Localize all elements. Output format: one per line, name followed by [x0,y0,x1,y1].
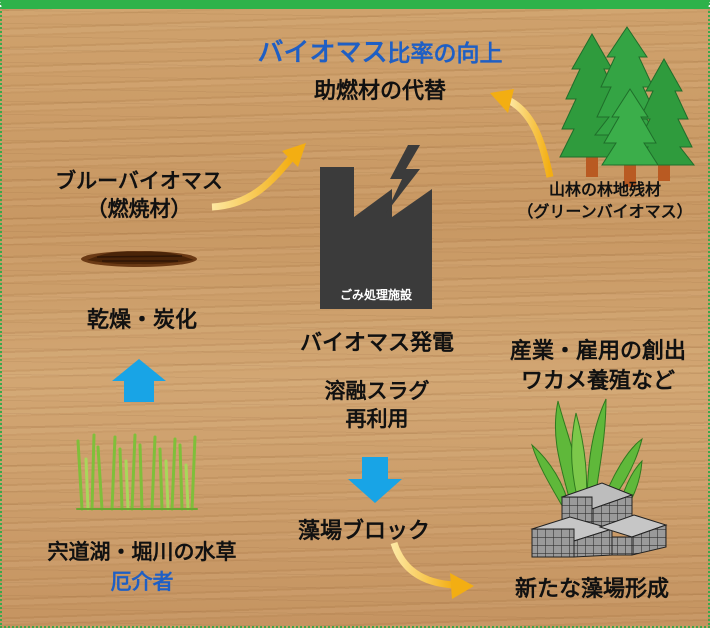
factory-icon [320,167,432,309]
industry-label: 産業・雇用の創出 ワカメ養殖など [488,337,708,397]
arrow-forest-to-top [490,89,554,178]
blue-biomass-line1: ブルーバイオマス [55,169,223,193]
biomass-ratio-highlight: バイオマス [257,38,388,68]
lightning-icon [386,145,420,213]
facility-sign: ごみ処理施設 [339,288,412,302]
waterweed-label: 宍道湖・堀川の水草 厄介者 [12,537,272,597]
seaweed-block-label: 藻場ブロック [297,519,430,544]
forest-line2: （グリーンバイオマス） [517,202,693,221]
slag-line2: 再利用 [345,407,409,431]
coal-substitute-label: 助燃材の代替 [313,79,446,104]
illustrations [76,26,696,599]
slag-line1: 溶融スラグ [324,379,430,403]
charcoal-pile-icon [81,251,197,267]
blue-biomass-label: ブルーバイオマス （燃焼材） [28,167,250,223]
concrete-block-icon [530,482,668,558]
new-seaweed-bed-label: 新たな藻場形成 [514,577,669,602]
biomass-ratio-rest: 比率の向上 [387,41,503,67]
industry-line1: 産業・雇用の創出 [509,339,686,364]
power-generation-label: バイオマス発電 [299,331,454,356]
top-benefit: バイオマス比率の向上 [230,39,530,68]
waterweed-line1: 宍道湖・堀川の水草 [47,540,237,564]
waterweed-line2: 厄介者 [110,570,174,594]
reed-icon [76,433,198,511]
forest-line1: 山林の林地残材 [548,180,661,199]
up-arrow [112,359,166,402]
arrow-blue-biomass-to-facility [211,143,306,211]
drying-label: 乾燥・炭化 [86,308,197,333]
down-arrow [348,457,402,503]
blue-biomass-line2: （燃焼材） [86,197,192,221]
arrow-block-to-new-bed [390,541,474,599]
tree-icon [559,26,696,187]
slag-label: 溶融スラグ 再利用 [292,377,462,433]
forest-label: 山林の林地残材 （グリーンバイオマス） [502,179,708,223]
industry-line2: ワカメ養殖など [520,369,675,394]
